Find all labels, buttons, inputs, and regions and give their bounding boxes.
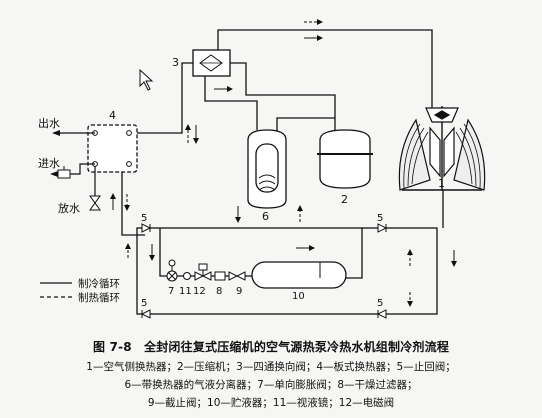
inlet-valve-icon <box>57 166 71 179</box>
compressor-icon <box>317 129 373 189</box>
water-lines <box>60 132 96 196</box>
inlet-water-label: 进水 <box>38 157 60 170</box>
label-4: 4 <box>109 109 116 122</box>
solenoid-valve-icon <box>194 263 212 281</box>
caption-legend-line-3: 9—截止阀；10—贮液器；11—视液镜；12—电磁阀 <box>147 397 395 409</box>
inlet-arrow-icon <box>50 171 58 177</box>
pipe-lower-loop <box>136 227 438 315</box>
expansion-valve-icon <box>166 259 178 282</box>
refrigerant-flow-diagram: 3 4 出水 进水 放水 6 2 <box>38 19 486 319</box>
label-8: 8 <box>216 286 222 297</box>
check-valve-icon <box>140 309 151 319</box>
plate-heat-exchanger-icon <box>87 124 138 173</box>
label-5c: 5 <box>141 298 147 309</box>
label-7: 7 <box>168 286 174 297</box>
pipe-receiver-out <box>346 228 363 279</box>
four-way-valve-icon <box>192 49 231 77</box>
label-1: 1 <box>438 177 445 190</box>
cursor-icon <box>139 68 154 91</box>
caption-legend-line-1: 1—空气侧换热器；2—压缩机；3—四通换向阀；4—板式换热器；5—止回阀； <box>86 361 456 373</box>
drain-valve-icon <box>89 195 101 211</box>
label-2: 2 <box>341 193 348 206</box>
label-3: 3 <box>172 56 179 69</box>
air-heat-exchanger-icon <box>398 106 486 191</box>
legend-heating-label: 制热循环 <box>78 291 120 304</box>
label-9: 9 <box>236 286 242 297</box>
pipe-valve-to-separator <box>204 76 258 130</box>
separator-icon <box>247 129 287 209</box>
label-10: 10 <box>292 291 305 302</box>
piping <box>121 29 444 315</box>
drain-water-label: 放水 <box>58 201 80 215</box>
label-5a: 5 <box>141 213 147 224</box>
figure-caption-title: 图 7-8 全封闭往复式压缩机的空气源热泵冷热水机组制冷剂流程 <box>92 340 450 354</box>
check-valve-icon <box>377 223 388 233</box>
pipe-valve-to-plate-hx <box>137 62 193 134</box>
caption-legend-line-2: 6—带换热器的气液分离器；7—单向膨胀阀；8—干燥过滤器； <box>124 379 418 391</box>
check-valve-icon <box>376 309 387 319</box>
shutoff-valve-icon <box>228 271 246 281</box>
label-12: 12 <box>193 286 206 297</box>
check-valve-icon <box>141 223 152 233</box>
pipe-valve-to-compressor <box>230 62 336 130</box>
legend-cooling-label: 制冷循环 <box>78 277 120 290</box>
flow-arrows <box>110 19 457 307</box>
pipe-top-to-coil <box>217 29 433 115</box>
label-5b: 5 <box>377 213 383 224</box>
label-6: 6 <box>262 210 269 223</box>
receiver-icon <box>251 261 347 289</box>
label-11: 11 <box>179 286 192 297</box>
outlet-water-label: 出水 <box>38 116 60 130</box>
sight-glass-icon <box>183 272 191 280</box>
outlet-arrow-icon <box>52 130 60 136</box>
filter-dryer-icon <box>214 271 226 281</box>
pipe-separator-to-compressor <box>276 117 335 132</box>
legend: 制冷循环 制热循环 <box>40 277 120 304</box>
label-5d: 5 <box>377 298 383 309</box>
